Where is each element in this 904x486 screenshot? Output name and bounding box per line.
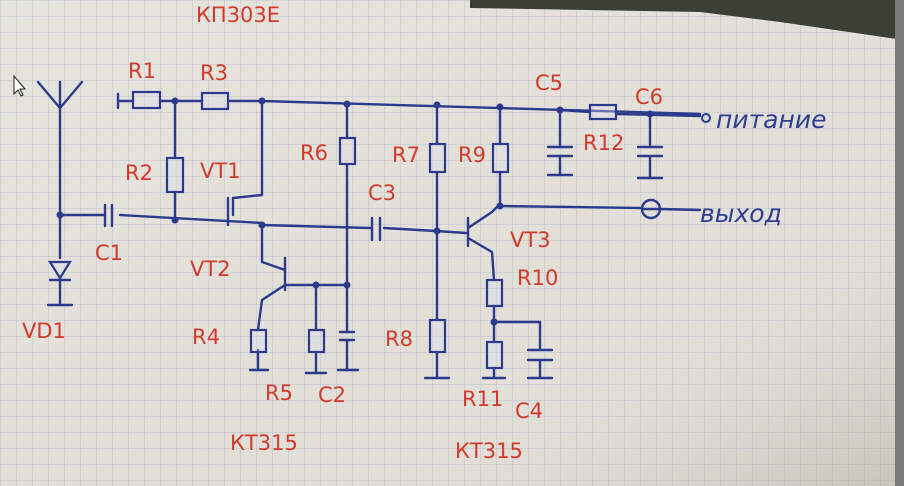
r1-label: R1 bbox=[128, 59, 156, 83]
r4-body bbox=[249, 328, 268, 354]
r5-label: R5 bbox=[265, 381, 293, 405]
r4-label: R4 bbox=[192, 325, 220, 349]
vd1-label: VD1 bbox=[22, 319, 66, 343]
power-label: питание bbox=[716, 105, 826, 134]
c4-label: C4 bbox=[515, 399, 543, 423]
r7-label: R7 bbox=[392, 143, 420, 167]
r2-label: R2 bbox=[125, 161, 153, 185]
c6-label: C6 bbox=[635, 85, 663, 109]
c1-label: C1 bbox=[95, 241, 123, 265]
vt2-label: VT2 bbox=[190, 257, 231, 281]
vt2-type-label: КТ315 bbox=[230, 431, 298, 455]
r10-body bbox=[485, 278, 504, 308]
background-edge-right bbox=[895, 0, 904, 486]
r12-body bbox=[588, 103, 618, 121]
power-terminal bbox=[701, 113, 711, 123]
r11-label: R11 bbox=[462, 387, 503, 411]
vd1-body bbox=[48, 260, 72, 281]
r3-label: R3 bbox=[200, 61, 228, 85]
vt1-type-label: КП303Е bbox=[196, 3, 280, 27]
r10-label: R10 bbox=[517, 266, 558, 290]
r2-body bbox=[165, 156, 185, 194]
r7-body bbox=[428, 142, 447, 174]
c3-plates bbox=[370, 216, 382, 242]
components bbox=[46, 90, 711, 380]
c2-label: C2 bbox=[318, 383, 346, 407]
vt3-type-label: КТ315 bbox=[455, 439, 523, 463]
mouse-cursor-icon bbox=[13, 74, 27, 97]
r12-label: R12 bbox=[583, 131, 624, 155]
background-edge bbox=[470, 0, 904, 40]
vt1-label: VT1 bbox=[200, 159, 241, 183]
r3-body bbox=[200, 91, 230, 111]
r5-body bbox=[307, 328, 326, 354]
labels: КП303Е R1 R3 R2 VT1 R6 R7 R9 C5 C6 R12 C… bbox=[22, 3, 826, 463]
r11-body bbox=[485, 340, 504, 370]
output-label: выход bbox=[700, 199, 782, 228]
c1-plates bbox=[103, 203, 114, 228]
c3-label: C3 bbox=[368, 181, 396, 205]
wires bbox=[36, 80, 702, 380]
r9-label: R9 bbox=[458, 143, 486, 167]
r1-body bbox=[131, 90, 162, 110]
vt3-label: VT3 bbox=[510, 228, 551, 252]
r8-label: R8 bbox=[385, 327, 413, 351]
r6-label: R6 bbox=[300, 141, 328, 165]
c5-label: C5 bbox=[535, 71, 563, 95]
r8-body bbox=[428, 318, 447, 354]
junction-dots bbox=[56, 97, 654, 326]
r9-body bbox=[491, 142, 510, 174]
antenna-icon bbox=[36, 80, 84, 217]
r6-body bbox=[338, 136, 357, 166]
ground-symbols bbox=[46, 173, 664, 380]
